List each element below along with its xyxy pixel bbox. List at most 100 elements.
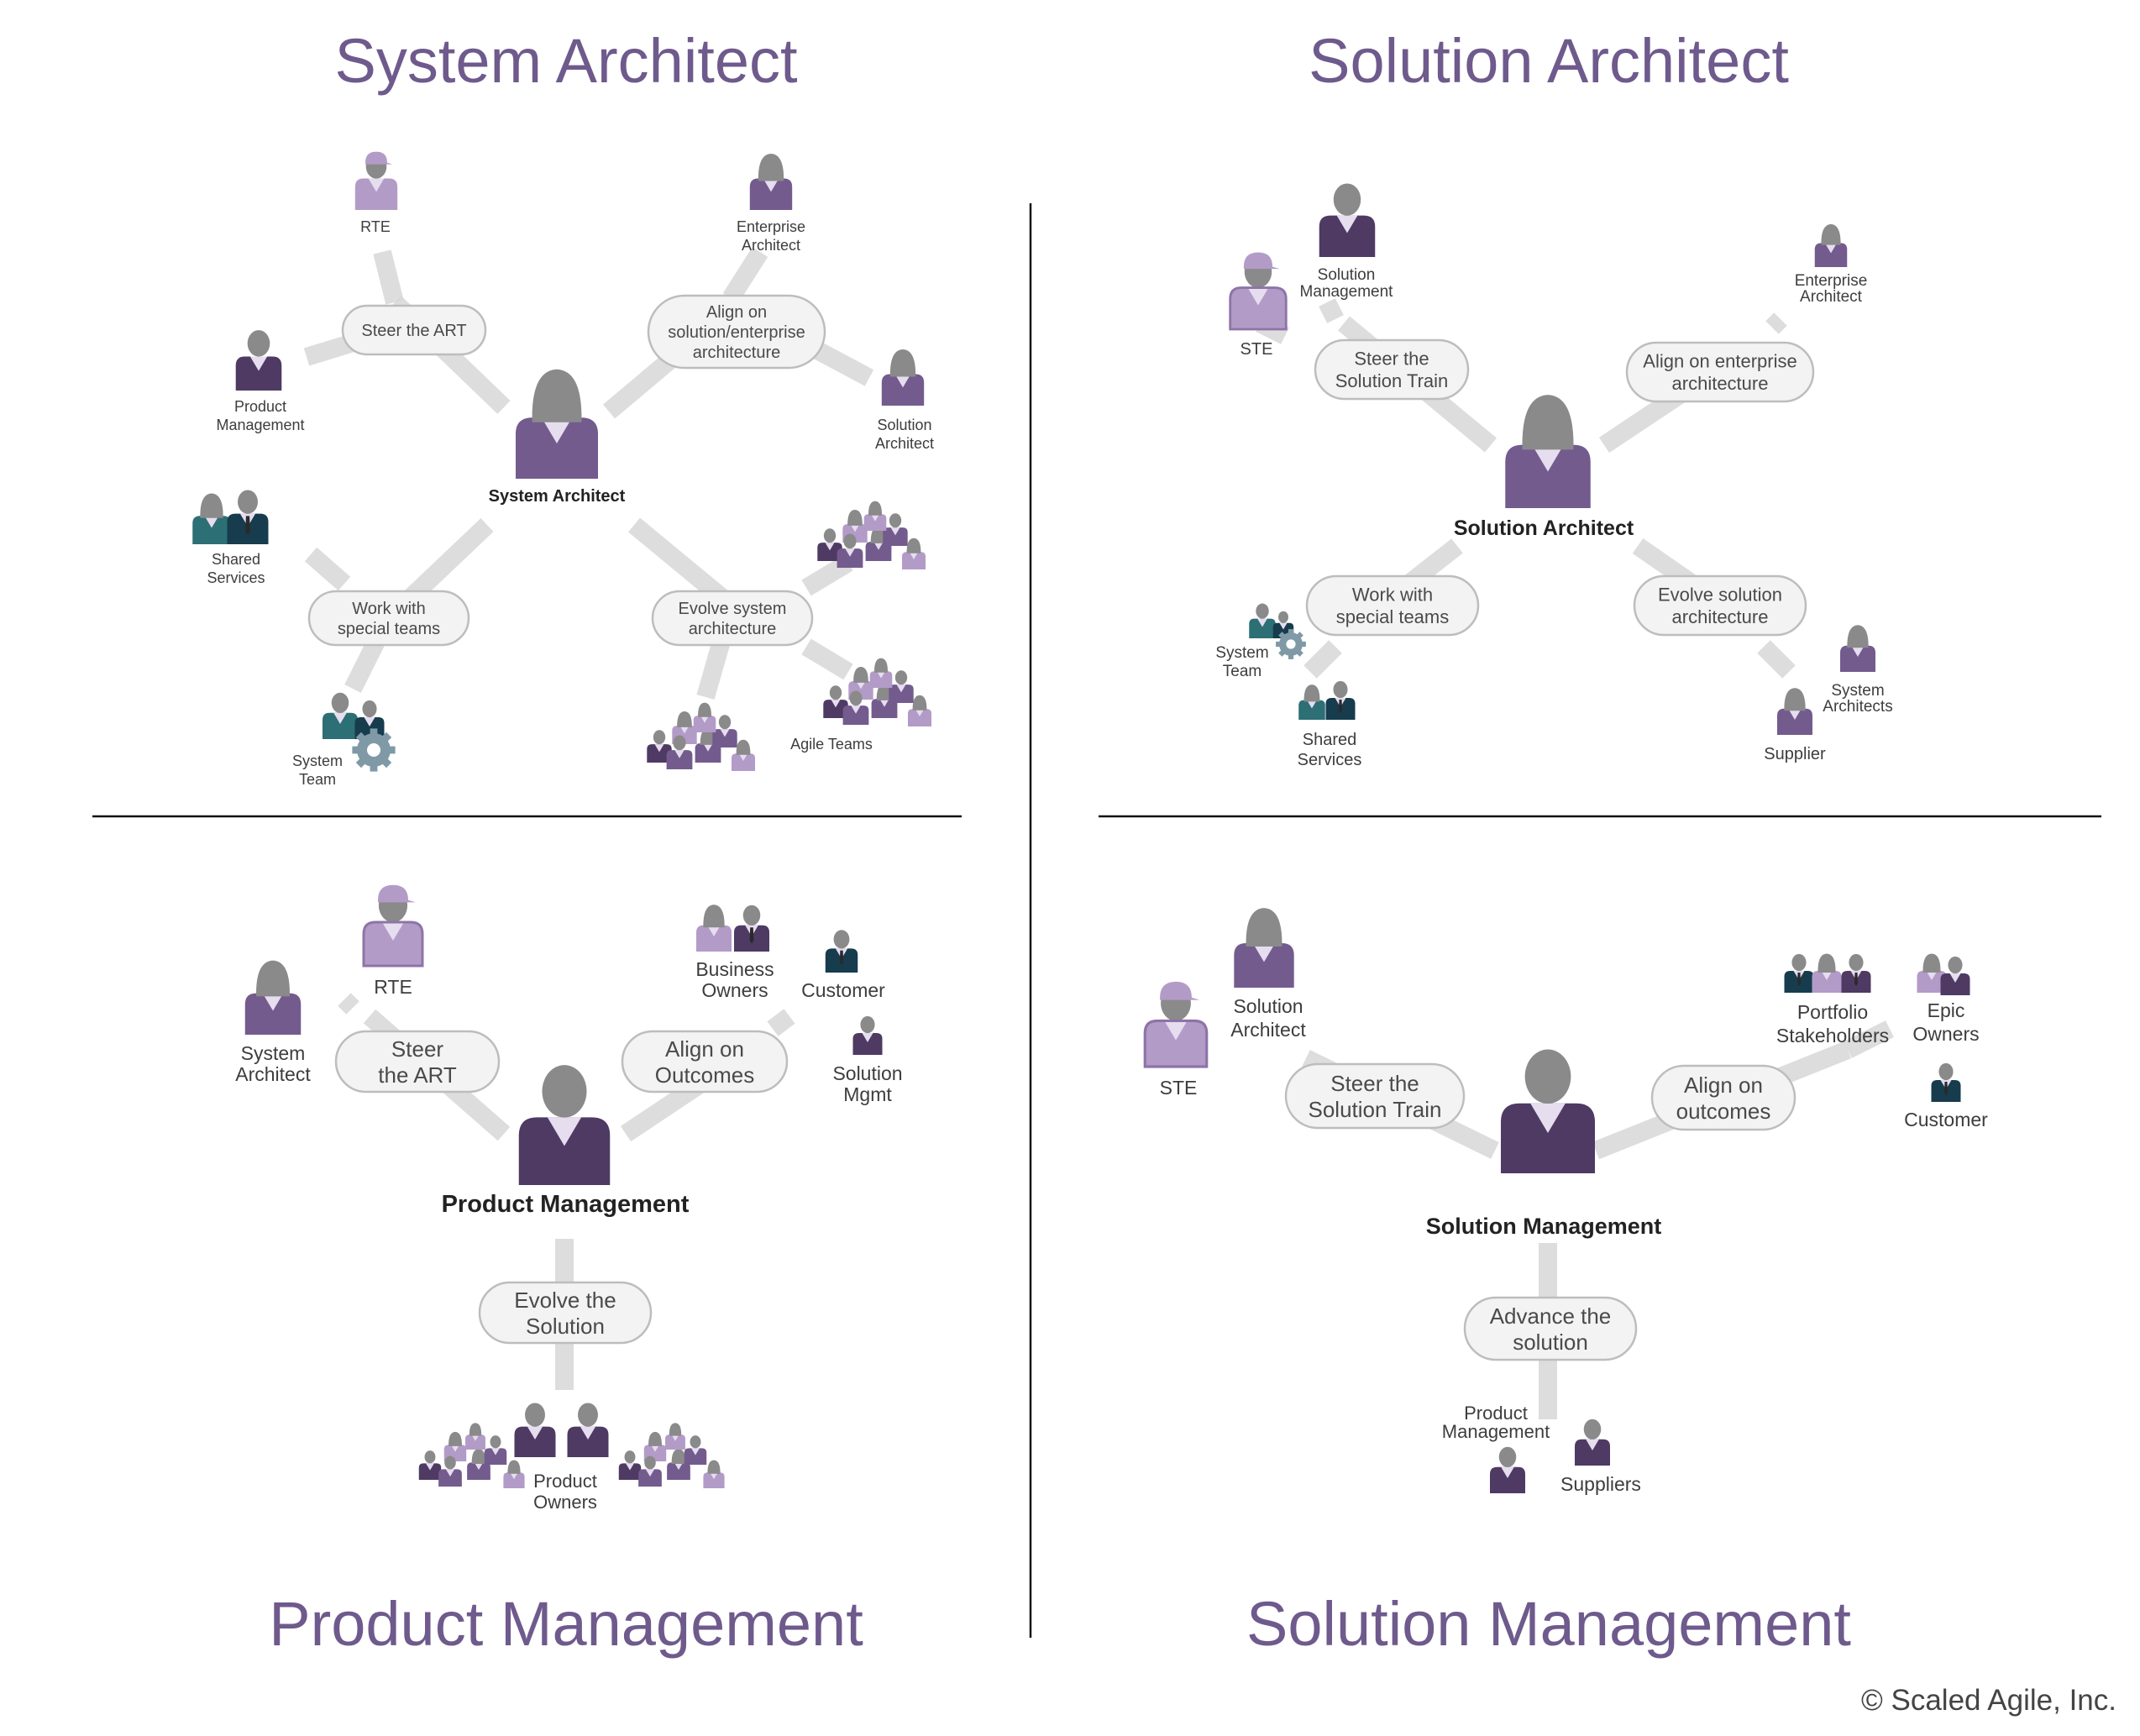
gear-tooth	[1288, 653, 1294, 659]
person-head	[1256, 603, 1269, 619]
person-body	[503, 1472, 525, 1488]
person-body	[732, 753, 755, 771]
team-member-icon	[667, 1449, 690, 1480]
system-team-gear-icon	[1276, 629, 1306, 659]
soa-pill-evolve-text-line: Evolve solution	[1658, 585, 1782, 606]
person-head	[1924, 953, 1939, 972]
team-member-icon	[732, 739, 755, 771]
person-head	[1498, 1446, 1517, 1467]
sm-pill-advance-text-line: solution	[1513, 1330, 1588, 1355]
person-head	[914, 695, 926, 710]
person-head	[1849, 625, 1867, 646]
soa-pill-align-text-line: architecture	[1672, 373, 1769, 394]
sm-label-epic-line: Owners	[1912, 1023, 1979, 1045]
person-head	[624, 1450, 636, 1464]
sa-pill-align-shape	[647, 294, 826, 370]
person-body	[1840, 645, 1875, 672]
person-head	[889, 513, 902, 528]
person-body	[647, 744, 672, 763]
person-collar	[691, 1448, 700, 1455]
soa-label-ste: STE	[1240, 340, 1273, 359]
person-body	[889, 684, 914, 703]
person-collar	[1532, 444, 1564, 472]
person-head	[875, 658, 887, 672]
person-collar	[738, 753, 748, 761]
person-tie	[1854, 973, 1858, 986]
sm-label-ste-line: STE	[1160, 1077, 1198, 1099]
person-collar	[651, 1445, 659, 1452]
sm-pill-align-text-line: Align on	[1684, 1073, 1763, 1098]
person-body	[1234, 942, 1294, 988]
person-head	[259, 961, 287, 994]
person-body	[823, 700, 848, 718]
agile-team-right-icon	[823, 658, 931, 726]
person-collar	[1257, 618, 1267, 627]
system-architect-title: System Architect	[334, 26, 798, 96]
person-head	[424, 1450, 436, 1464]
team-member-icon	[817, 528, 842, 561]
team-member-icon	[863, 501, 887, 531]
solution-management-title: Solution Management	[1246, 1589, 1851, 1659]
person-collar	[700, 716, 709, 723]
soa-pill-work-shape	[1305, 574, 1480, 637]
team-member-icon	[618, 1450, 642, 1480]
person-collar	[1586, 1439, 1599, 1450]
person-body	[323, 712, 358, 739]
person-collar	[894, 374, 911, 388]
person-body	[695, 743, 721, 763]
person-body	[712, 729, 737, 747]
sa-label-rte-line: RTE	[360, 218, 391, 235]
person-collar	[674, 750, 684, 758]
person-outline	[1229, 286, 1288, 331]
portfolio-stakeholder-icon	[1841, 953, 1871, 993]
person-collar	[850, 524, 860, 532]
person-body	[902, 552, 926, 569]
person-collar	[541, 417, 573, 443]
portfolio-stakeholder-icon	[1784, 953, 1814, 993]
person-body	[1249, 618, 1276, 638]
sm-pill-advance-shape	[1463, 1296, 1638, 1361]
team-member-icon	[638, 1455, 662, 1487]
solution-management-title-line: Solution Management	[1246, 1589, 1851, 1659]
team-member-icon	[467, 1449, 490, 1480]
product-owner-icon	[567, 1403, 609, 1457]
person-tie	[749, 927, 754, 944]
person-collar	[877, 671, 885, 679]
person-body	[852, 1033, 883, 1055]
person-collar	[1247, 287, 1269, 306]
soa-pill-work-text-line: special teams	[1336, 606, 1450, 627]
enterprise-architect-icon	[1814, 223, 1848, 267]
team-member-icon	[889, 670, 914, 703]
person-body	[817, 543, 842, 561]
person-collar	[851, 705, 861, 714]
person-head	[449, 1432, 461, 1445]
sm-label-pm-line: Product	[1464, 1403, 1528, 1424]
person-body	[883, 527, 908, 546]
person-body	[1917, 971, 1947, 993]
sm-pill-steer-text-line: Steer the	[1330, 1071, 1419, 1096]
team-member-icon	[842, 509, 868, 543]
pm-pill-evolve-text-line: Solution	[526, 1314, 605, 1339]
person-collar	[845, 548, 855, 557]
person-head	[670, 1423, 680, 1435]
sa-label-rte: RTE	[360, 218, 391, 235]
epic-owner-icon	[1940, 956, 1970, 995]
person-collar	[333, 712, 347, 724]
person-collar	[1926, 971, 1938, 980]
pm-label-sol-mgmt-line: Mgmt	[843, 1083, 892, 1105]
team-member-icon	[484, 1435, 507, 1465]
solution-architect-icon	[1234, 908, 1294, 988]
pm-label-sol-mgmt-line: Solution	[832, 1062, 902, 1084]
person-head	[238, 490, 258, 514]
person-head	[843, 533, 857, 549]
